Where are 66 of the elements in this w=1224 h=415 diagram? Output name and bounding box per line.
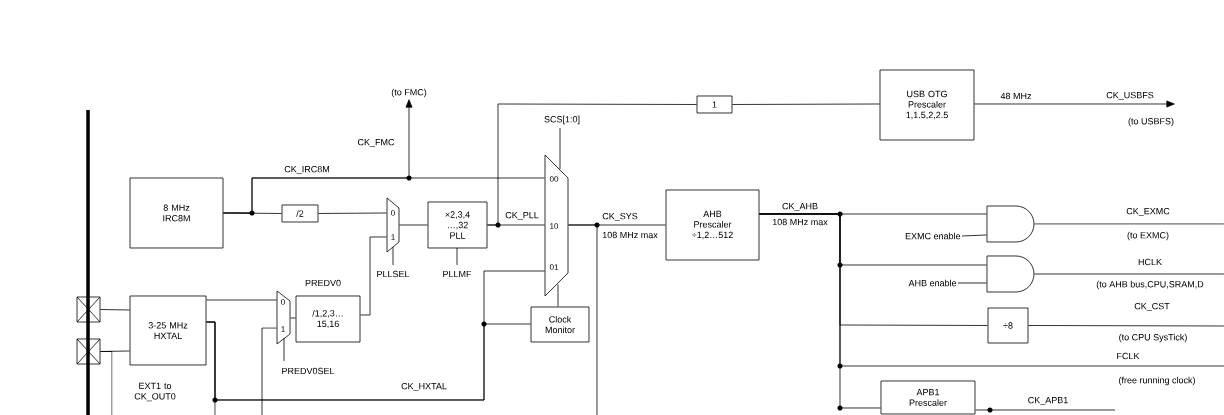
and-gate [986,205,1035,243]
wire [1028,325,1224,327]
wire [975,409,1116,411]
edge-label: CK_CST [1134,302,1170,312]
signal-label: PLLSEL [377,270,410,278]
wire [206,299,277,301]
signal-label: PLLMF [443,270,472,278]
prescaler-box: USB OTG Prescaler 1,1.5,2,2.5 [879,69,975,141]
signal-label: AHB enable [908,279,957,287]
wire [759,213,881,409]
pll-box: ×2,3,4 …,32 PLL [427,201,488,249]
signal-label: SCS[1:0] [544,115,580,125]
wire [100,351,113,415]
signal-label: (free running clock) [1119,376,1195,386]
multiplexer: 0 1 [386,197,400,253]
wire [487,103,697,226]
signal-label: (to AHB bus,CPU,SRAM,D [1096,280,1204,290]
edge-label: CK_FMC [357,138,395,148]
wire [957,282,987,284]
signal-label: 108 MHz max [602,231,658,239]
signal-label: PREDV0 [305,279,341,287]
prescaler-box: AHB Prescaler ÷1,2…512 [665,189,760,261]
signal-label: EXMC enable [905,232,961,240]
wire [399,224,428,226]
edge-label: CK_PLL [505,211,539,221]
edge-label: CK_IRC8M [284,165,330,175]
wire [261,327,277,415]
wire [318,212,387,214]
and-gate [986,255,1035,293]
multiplexer: 0 1 [276,290,291,345]
signal-label: (to EXMC) [1127,231,1169,241]
wire [206,321,216,415]
wire [732,103,880,105]
signal-label: 48 MHz [1000,92,1032,100]
pad-symbol [76,338,101,365]
edge-label: CK_USBFS [1106,91,1154,101]
signal-label: (to CPU SysTick) [1119,333,1187,343]
signal-label: PREDV0SEL [282,367,335,375]
signal-label: (to FMC) [391,88,427,98]
wire [290,317,296,319]
prescaler-box: /1,2,3… 15,16 [295,295,361,343]
multiplexer: 00 10 01 [544,154,569,297]
oscillator-box: 3-25 MHz HXTAL [129,295,207,366]
edge-label: HCLK [1138,258,1162,266]
wire [557,284,559,307]
edge-label: CK_HXTAL [401,382,447,392]
edge-label: CK_SYS [602,212,638,222]
wire [961,234,987,237]
pad-symbol [76,296,101,323]
wire [1034,223,1224,225]
edge-label: FCLK [1117,352,1140,360]
wire [568,224,598,415]
wire [360,236,387,316]
signal-label: 108 MHz max [772,218,828,226]
edge-label: CK_AHB [782,202,818,212]
wire [100,309,130,311]
edge-label: CK_APB1 [1028,396,1068,405]
oscillator-box: 8 MHz IRC8M [129,177,224,249]
arrow [223,99,413,214]
monitor-box: Clock Monitor [530,306,590,343]
wire [1034,273,1224,275]
edge-label: CK_EXMC [1126,207,1170,217]
signal-label: (to USBFS) [1128,117,1174,127]
prescaler-box: APB1 Prescaler [880,380,976,415]
arrow [974,100,1175,108]
signal-label: EXT1 to CK_OUT0 [134,382,176,402]
